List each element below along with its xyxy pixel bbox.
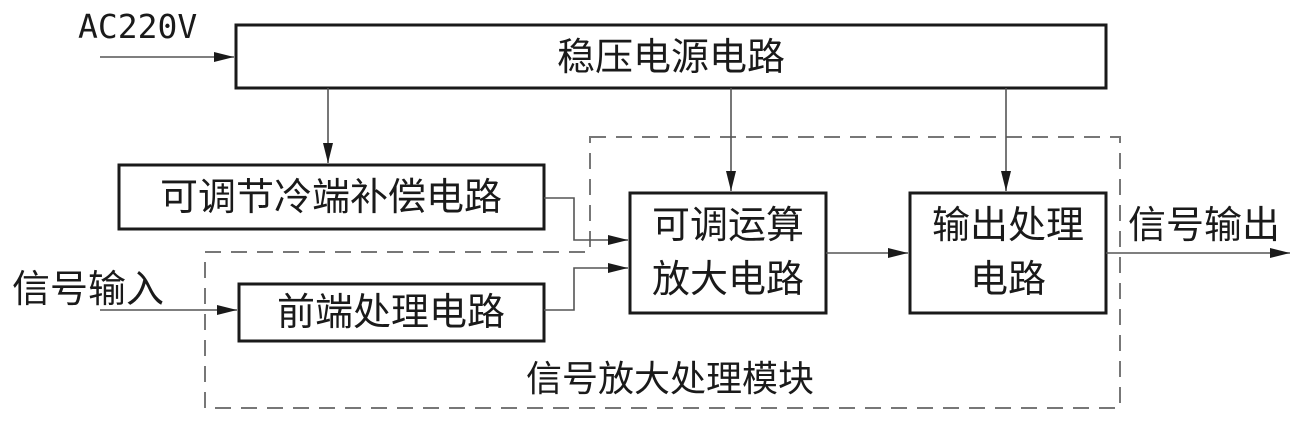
front-end-label: 前端处理电路 [277, 290, 505, 334]
output-processing-label-line2: 电路 [970, 257, 1046, 301]
ac-input-label: AC220V [78, 7, 197, 46]
output-processing-label-line1: 输出处理 [932, 203, 1084, 247]
cold-junction-to-amplifier-arrow [544, 198, 628, 240]
module-label: 信号放大处理模块 [526, 359, 814, 400]
front-end-to-amplifier-arrow [544, 268, 628, 310]
amplifier-label-line2: 放大电路 [652, 257, 804, 301]
power-supply-label: 稳压电源电路 [557, 35, 785, 79]
signal-input-label: 信号输入 [12, 267, 164, 311]
signal-output-label: 信号输出 [1128, 203, 1280, 247]
amplifier-label-line1: 可调运算 [652, 203, 804, 247]
cold-junction-label: 可调节冷端补偿电路 [160, 175, 502, 219]
